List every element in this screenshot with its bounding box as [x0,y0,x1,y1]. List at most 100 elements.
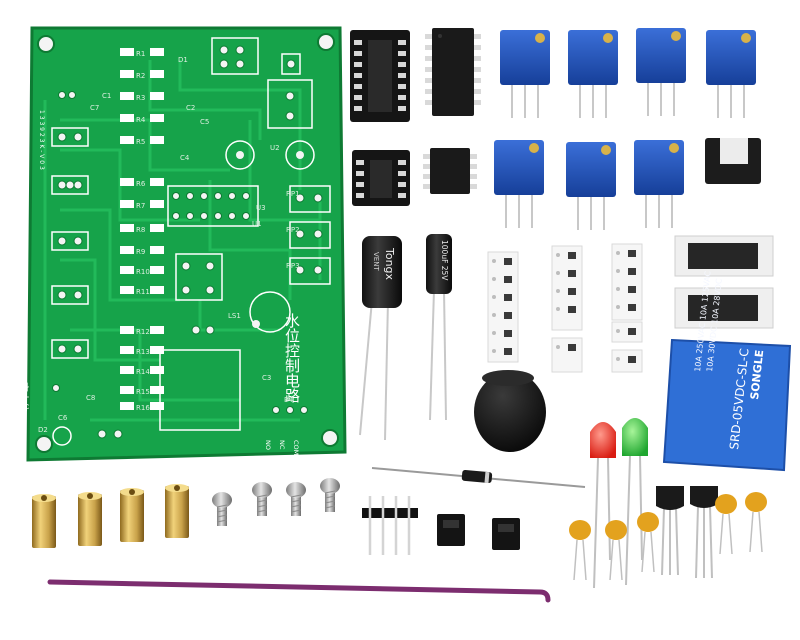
screw-thread [290,504,302,508]
smd-component [568,252,576,259]
electrolytic-capacitor-large: Tongx VENT [359,236,402,441]
ic-pin [470,154,477,159]
socket-pin [398,182,406,187]
smd-tape [611,321,643,343]
pcb-ref-label: C4 [180,154,190,162]
pcb-relay-pin-no: NO [264,440,272,450]
screw-thread [256,499,268,503]
socket-pin [398,106,406,111]
socket-pin [356,171,364,176]
pcb-ref-label: U2 [270,144,280,152]
cap-lead [582,539,587,581]
diode [371,467,586,488]
trimmer-potentiometer [566,142,616,230]
pcb-traces [43,60,322,422]
screw-head [212,492,232,508]
ic-pin [474,67,481,72]
ic-pin [425,67,432,72]
pot-screw [671,31,681,41]
screw-shaft [217,502,227,526]
cap-lead [641,531,646,573]
brass-standoffs [32,484,189,548]
ceramic-capacitor [715,494,737,555]
socket-pin [354,40,362,45]
jumper-cap-2 [492,518,520,550]
ic-pin [425,56,432,61]
cap-series-text: VENT [372,252,380,271]
pcb-ref-label: R6 [136,180,146,188]
screw-thread [256,494,268,498]
smd-component [504,330,512,337]
pcb-reference-labels: R1R2R3R4R5R6R7R8R9R10R11R12R13R14R15R16R… [38,50,300,434]
ic-pin [425,78,432,83]
pcb-ref-label: R8 [136,226,145,234]
cap-lead [650,531,655,573]
tape-strip [551,245,583,331]
ic-pin [423,154,430,159]
tape-strip [551,337,583,373]
pin-header-4pin [362,496,418,555]
cap-lead [719,513,724,555]
tape-hole [492,295,496,299]
pot-screw [535,33,545,43]
screw-head [252,482,272,498]
smd-component [628,356,636,363]
screw [286,482,306,516]
pcb-ref-label: R2 [136,72,145,80]
socket-pin [398,51,406,56]
smd-component [628,328,636,335]
ic-dip8 [430,148,470,194]
ic-pin [425,34,432,39]
tape-hole [616,329,620,333]
ic-pin [425,100,432,105]
ic-pin [425,45,432,50]
cap-lead [618,539,623,581]
trimmer-potentiometer [568,30,618,118]
pcb-ref-label: R14 [136,368,150,376]
tape-strip [487,251,519,363]
tape-hole [556,253,560,257]
ic-pin [470,184,477,189]
trimmer-potentiometer [634,140,684,228]
pcb-ref-label: R11 [136,288,150,296]
tape-hole [492,349,496,353]
smd-component [504,312,512,319]
smd-component [504,348,512,355]
socket-pin [354,73,362,78]
led-green [622,418,648,586]
pcb-ref-label: R4 [136,116,146,124]
pcb-ref-label: R3 [136,94,145,102]
standoff-hole [87,493,93,499]
tape-hole [556,271,560,275]
screw-shaft [257,492,267,516]
ic-pin [474,56,481,61]
smd-component [568,306,576,313]
socket-pin [354,84,362,89]
ic-pin [474,78,481,83]
trimmer-potentiometer [500,30,550,118]
resistor-footprints [120,48,164,410]
pot-screw [669,143,679,153]
pcb-ref-label: R1 [136,50,145,58]
screw-thread [290,499,302,503]
pcb-ref-label: RP2 [286,226,300,234]
socket-pin [356,160,364,165]
smd-component [504,276,512,283]
screw [252,482,272,516]
socket-pin [354,62,362,67]
socket-pin [398,193,406,198]
smd-component [568,270,576,277]
pcb-ref-label: R5 [136,138,145,146]
smd-component [628,286,636,293]
smd-component [568,288,576,295]
brass-standoff [78,492,102,546]
cap-value-text: 100uF 25V [440,240,449,281]
pcb-ref-label: C3 [262,374,271,382]
screw-thread [324,500,336,504]
sop-chip-1 [674,235,774,277]
pot-body [636,28,686,83]
ic-pins [354,34,481,198]
pcb-ref-label: U1 [252,220,262,228]
smd-tape [611,349,643,373]
pcb-ref-label: R15 [136,388,150,396]
